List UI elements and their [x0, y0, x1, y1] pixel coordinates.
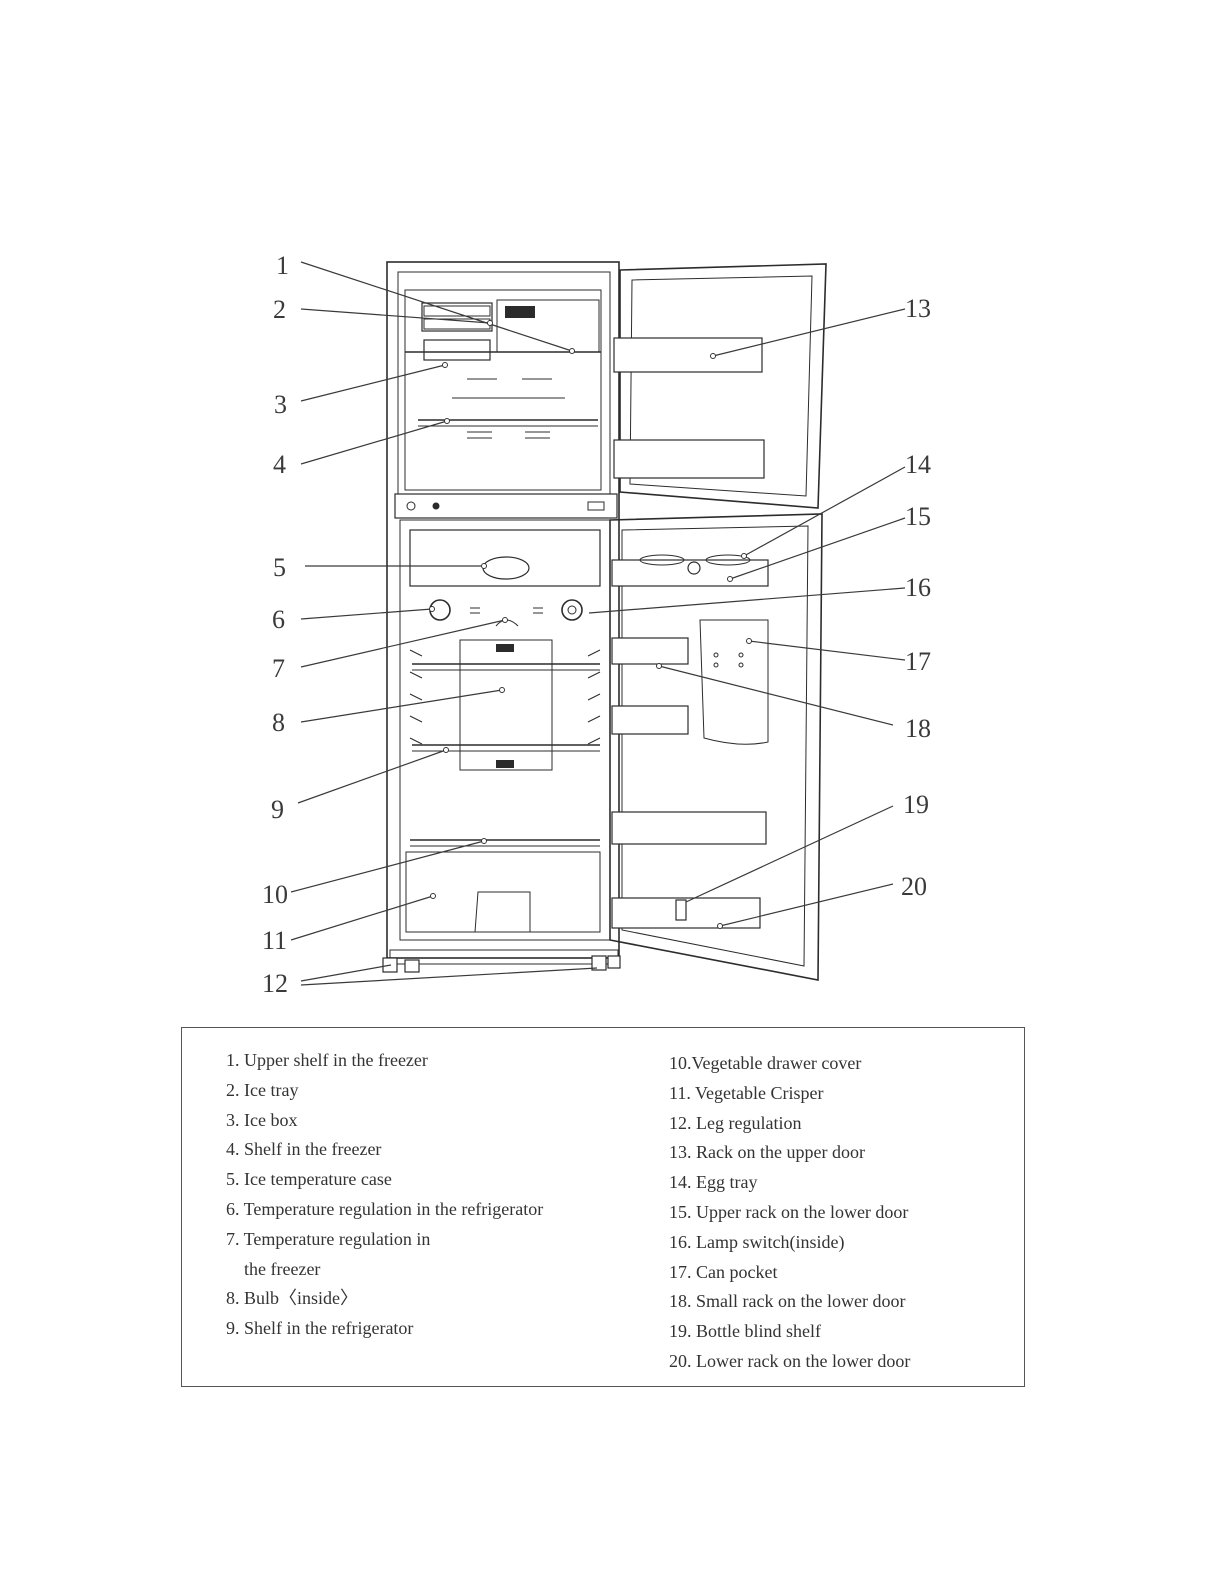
legend-item: 2. Ice tray	[226, 1079, 299, 1100]
callout-5: 5	[273, 553, 286, 582]
callout-13: 13	[905, 294, 931, 323]
callout-18: 18	[905, 714, 931, 743]
legend-item: 16. Lamp switch(inside)	[669, 1231, 845, 1252]
callout-17: 17	[905, 647, 931, 676]
legend-item: 6. Temperature regulation in the refrige…	[226, 1198, 544, 1219]
legend-item-continuation: the freezer	[244, 1258, 321, 1279]
callout-numbers: 1 2 3 4 5 6 7 8 9 10 11 12 13 14 15 16 1…	[262, 251, 931, 998]
callout-9: 9	[271, 795, 284, 824]
legend-item: 5. Ice temperature case	[226, 1169, 392, 1190]
callout-20: 20	[901, 872, 927, 901]
legend-item: 20. Lower rack on the lower door	[669, 1350, 911, 1371]
refrigerator-diagram: 1 2 3 4 5 6 7 8 9 10 11 12 13 14 15 16 1…	[262, 251, 931, 998]
callout-1: 1	[276, 251, 289, 280]
legend-item: 12. Leg regulation	[669, 1112, 802, 1133]
callout-3: 3	[274, 390, 287, 419]
legend-item: 4. Shelf in the freezer	[226, 1139, 382, 1160]
callout-10: 10	[262, 880, 288, 909]
legend-item: 13. Rack on the upper door	[669, 1142, 865, 1163]
legend-item: 14. Egg tray	[669, 1172, 758, 1193]
legend-item: 1. Upper shelf in the freezer	[226, 1050, 428, 1070]
legend-item: 15. Upper rack on the lower door	[669, 1201, 909, 1222]
legend-item: 8. Bulb〈inside〉	[226, 1288, 359, 1309]
callout-2: 2	[273, 295, 286, 324]
legend-item: 11. Vegetable Crisper	[669, 1082, 824, 1103]
callout-lines	[290, 261, 906, 986]
refrigerator-drawing	[382, 261, 827, 981]
legend-item: 7. Temperature regulation in	[226, 1228, 431, 1249]
legend-right-column: 10.Vegetable drawer cover 11. Vegetable …	[669, 1049, 910, 1377]
legend-item: 19. Bottle blind shelf	[669, 1321, 821, 1342]
callout-12: 12	[262, 969, 288, 998]
callout-19: 19	[903, 790, 929, 819]
legend-item: 3. Ice box	[226, 1109, 298, 1130]
legend-item: 10.Vegetable drawer cover	[669, 1053, 862, 1073]
callout-11: 11	[262, 926, 287, 955]
parts-legend: 1. Upper shelf in the freezer 2. Ice tra…	[181, 1027, 1025, 1387]
legend-left-column: 1. Upper shelf in the freezer 2. Ice tra…	[226, 1046, 543, 1344]
callout-6: 6	[272, 605, 285, 634]
legend-item: 9. Shelf in the refrigerator	[226, 1318, 414, 1339]
callout-16: 16	[905, 573, 931, 602]
callout-7: 7	[272, 654, 285, 683]
callout-15: 15	[905, 502, 931, 531]
callout-4: 4	[273, 450, 286, 479]
callout-14: 14	[905, 450, 931, 479]
callout-8: 8	[272, 708, 285, 737]
legend-item: 18. Small rack on the lower door	[669, 1291, 906, 1312]
legend-item: 17. Can pocket	[669, 1261, 778, 1282]
